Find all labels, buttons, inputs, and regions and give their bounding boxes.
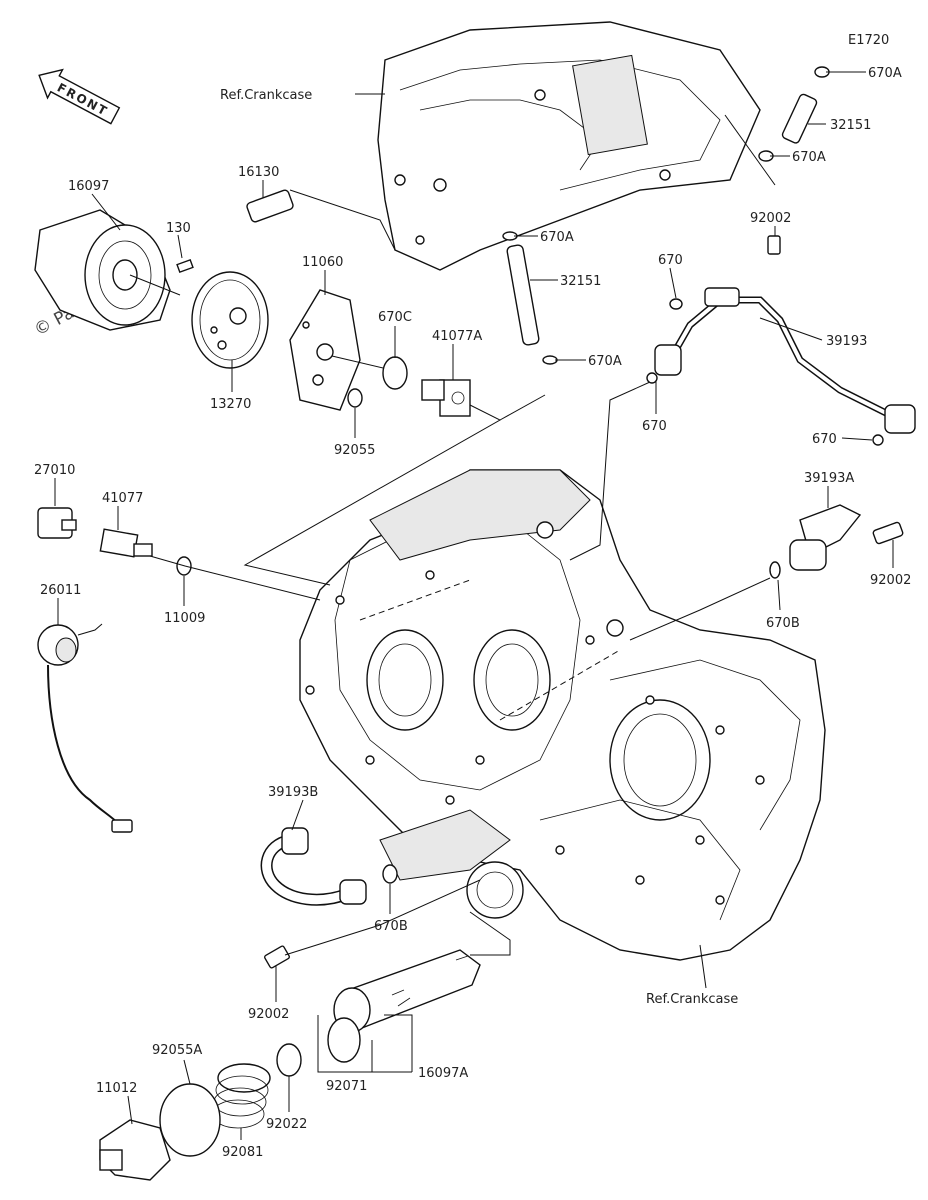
- label-32151: 32151: [830, 118, 871, 133]
- label-670a: 670A: [792, 150, 826, 165]
- label-39193a: 39193A: [804, 471, 854, 486]
- label-11012: 11012: [96, 1081, 137, 1096]
- label-92071: 92071: [326, 1079, 367, 1094]
- plug-11012-drawing: [99, 1119, 171, 1181]
- label-32151: 32151: [560, 274, 601, 289]
- o-ring-92055-icon: [347, 388, 363, 408]
- label-16130: 16130: [238, 165, 279, 180]
- oil-pipe-39193a-drawing: [789, 504, 862, 571]
- label-92002: 92002: [248, 1007, 289, 1022]
- oil-filter-drawing: [34, 209, 171, 331]
- leader-lines: [54, 71, 894, 1140]
- label-26011: 26011: [40, 583, 81, 598]
- label-11009: 11009: [164, 611, 205, 626]
- bolt-92002-1-drawing: [767, 235, 781, 255]
- label-27010: 27010: [34, 463, 75, 478]
- label-670a: 670A: [540, 230, 574, 245]
- label-670b: 670B: [374, 919, 408, 934]
- front-arrow-icon: FRONT: [38, 68, 121, 125]
- label-39193: 39193: [826, 334, 867, 349]
- label-670: 670: [642, 419, 667, 434]
- label-670: 670: [658, 253, 683, 268]
- plug-41077a-drawing: [421, 379, 471, 417]
- label-92055: 92055: [334, 443, 375, 458]
- bolt-92002-2-drawing: [872, 521, 904, 545]
- washer-92022-icon: [276, 1043, 302, 1077]
- sensor-26011-drawing: [37, 623, 133, 833]
- label-ref-crankcase-top: Ref.Crankcase: [220, 88, 312, 103]
- label-39193b: 39193B: [268, 785, 318, 800]
- o-ring-670a-4-icon: [542, 355, 558, 365]
- label-41077: 41077: [102, 491, 143, 506]
- label-670a: 670A: [588, 354, 622, 369]
- plate-11060-drawing: [289, 289, 361, 411]
- seal-92071-icon: [327, 1017, 361, 1063]
- switch-27010-drawing: [37, 507, 77, 539]
- o-ring-670-3-icon: [872, 434, 884, 446]
- label-670b: 670B: [766, 616, 800, 631]
- spring-92081-drawing: [211, 1063, 271, 1129]
- part-labels: Ref.Crankcase 670A 32151 670A 16130 1609…: [34, 66, 911, 1160]
- diagram-code: E1720: [848, 33, 889, 48]
- oil-pipe-39193-drawing: [654, 287, 916, 434]
- pin-16130-drawing: [246, 189, 294, 223]
- label-670: 670: [812, 432, 837, 447]
- label-92081: 92081: [222, 1145, 263, 1160]
- label-16097a: 16097A: [418, 1066, 468, 1081]
- o-ring-670-2-icon: [646, 372, 658, 384]
- label-92002: 92002: [870, 573, 911, 588]
- label-130: 130: [166, 221, 191, 236]
- o-ring-670c-icon: [382, 356, 408, 390]
- oil-pipe-39193b-drawing: [260, 827, 367, 906]
- strainer-16097a-drawing: [333, 949, 481, 1033]
- dowel-32151-upper-drawing: [781, 93, 818, 144]
- label-41077a: 41077A: [432, 329, 482, 344]
- bolt-92002-3-drawing: [264, 945, 290, 969]
- fitting-41077-drawing: [99, 528, 153, 558]
- main-crankcase-drawing: [299, 469, 826, 961]
- label-16097: 16097: [68, 179, 109, 194]
- label-92002: 92002: [750, 211, 791, 226]
- label-92022: 92022: [266, 1117, 307, 1132]
- label-13270: 13270: [210, 397, 251, 412]
- label-670a: 670A: [868, 66, 902, 81]
- label-670c: 670C: [378, 310, 412, 325]
- label-92055a: 92055A: [152, 1043, 202, 1058]
- plate-13270-drawing: [191, 271, 269, 369]
- o-ring-670-1-icon: [669, 298, 683, 310]
- o-ring-670b-1-icon: [769, 561, 781, 579]
- o-ring-670b-2-icon: [382, 864, 398, 884]
- label-ref-crankcase-bottom: Ref.Crankcase: [646, 992, 738, 1007]
- o-ring-92055a-icon: [159, 1083, 221, 1157]
- upper-crankcase-drawing: [377, 21, 761, 271]
- bolt-130-drawing: [176, 258, 194, 274]
- dowel-32151-lower-drawing: [506, 244, 540, 346]
- label-11060: 11060: [302, 255, 343, 270]
